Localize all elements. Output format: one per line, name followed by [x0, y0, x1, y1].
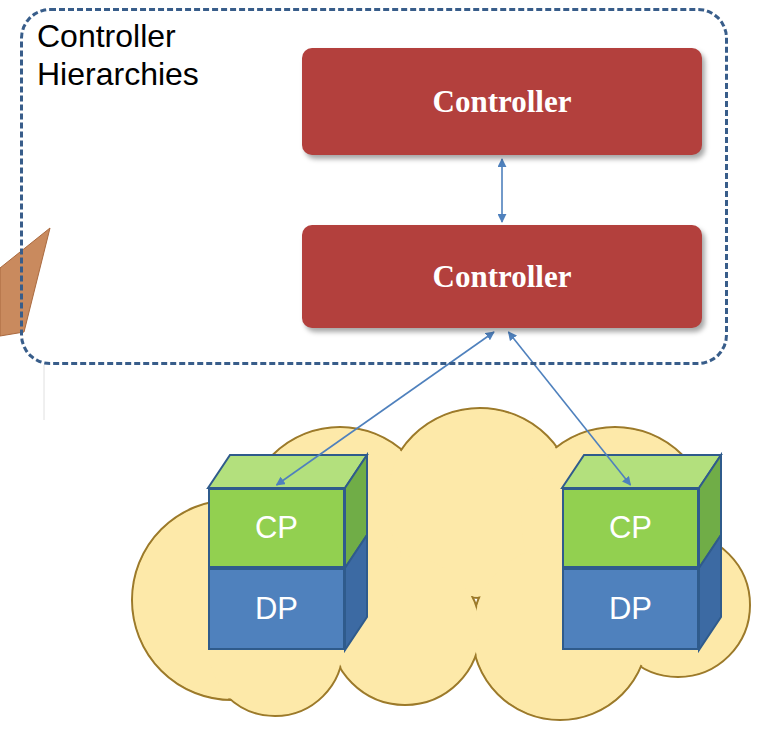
cube-side-dp	[699, 535, 721, 650]
cube-side-dp	[345, 535, 367, 650]
network-cloud	[132, 408, 750, 720]
data-plane-face: DP	[562, 568, 699, 650]
node-label: DP	[255, 591, 298, 627]
hierarchy-region: Controller HierarchiesControllerControll…	[20, 8, 728, 365]
control-plane-face: CP	[208, 488, 345, 568]
node-label: Controller Hierarchies	[37, 17, 267, 94]
cube-top	[562, 455, 721, 488]
data-plane-face: DP	[208, 568, 345, 650]
arrow-fragment	[0, 228, 50, 336]
node-label: Controller	[433, 259, 572, 295]
controller-box: Controller	[302, 48, 702, 155]
switch-cubes	[208, 455, 721, 650]
cube-top	[208, 455, 367, 488]
connector-arrow	[501, 159, 503, 222]
control-plane-face: CP	[562, 488, 699, 568]
node-label: Controller	[433, 84, 572, 120]
node-label: DP	[609, 591, 652, 627]
node-label: CP	[609, 510, 652, 546]
node-label: CP	[255, 510, 298, 546]
connector-arrow	[508, 332, 630, 485]
faint-line	[44, 365, 45, 420]
connector-arrow	[277, 332, 495, 485]
controller-box: Controller	[302, 225, 702, 328]
